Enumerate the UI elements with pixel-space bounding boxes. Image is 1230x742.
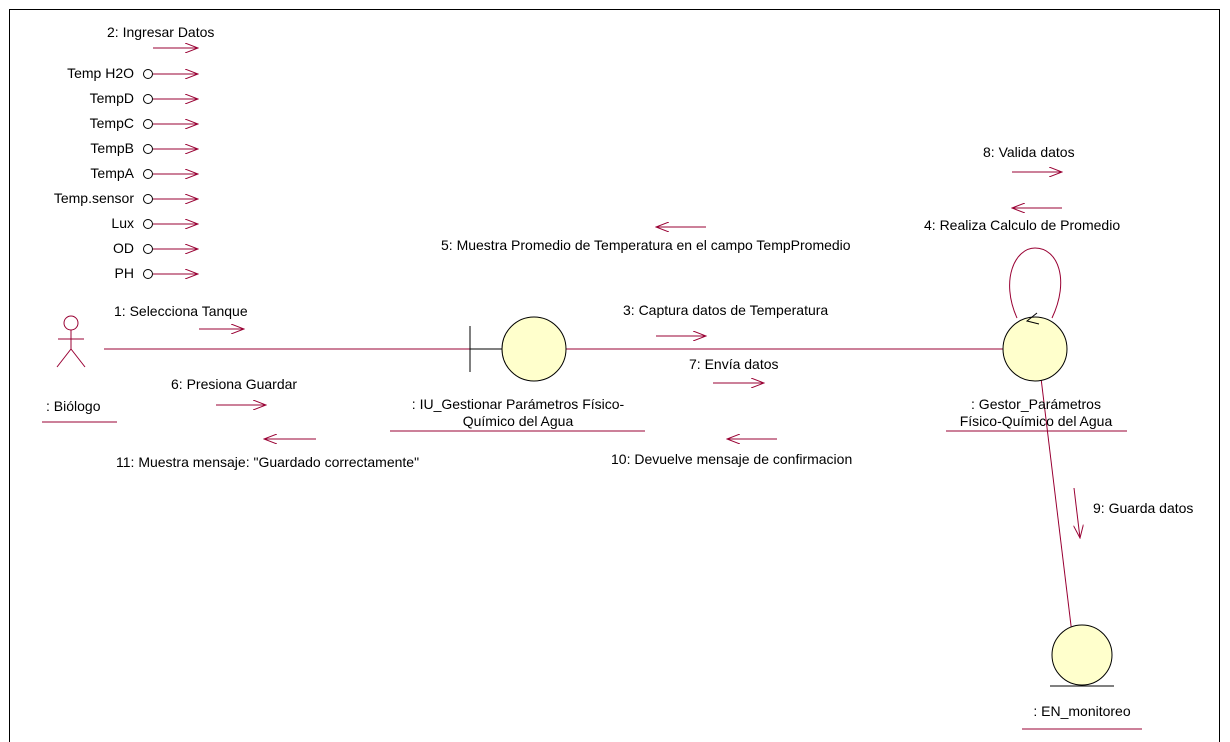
input-label-ph: PH (114, 265, 134, 281)
link-control-entity (1040, 377, 1078, 676)
message-6-label: 6: Presiona Guardar (171, 376, 298, 392)
input-label-tempd: TempD (89, 90, 134, 106)
message-9-label: 9: Guarda datos (1093, 500, 1194, 516)
entity-name: : EN_monitoreo (1033, 703, 1131, 719)
input-port-circle-tempa (143, 169, 153, 179)
input-label-tempc: TempC (89, 115, 134, 131)
input-port-circle-temp-h2o (143, 69, 153, 79)
control-name-line2: Físico-Químico del Agua (959, 413, 1113, 429)
message-1-label: 1: Selecciona Tanque (114, 303, 248, 319)
input-label-tempb: TempB (90, 140, 134, 156)
input-port-circle-tempd (143, 94, 153, 104)
input-port-circle-tempc (143, 119, 153, 129)
input-port-circle-ph (143, 269, 153, 279)
self-link-control (1009, 247, 1062, 319)
message-4-label: 4: Realiza Calculo de Promedio (924, 217, 1121, 233)
input-label-tempa: TempA (90, 165, 134, 181)
entity-object-icon[interactable] (1050, 624, 1114, 687)
message-10-label: 10: Devuelve mensaje de confirmacion (611, 451, 853, 467)
biologo-actor-icon[interactable] (56, 315, 86, 368)
inputs-header: 2: Ingresar Datos (107, 24, 215, 40)
input-port-circle-tempb (143, 144, 153, 154)
boundary-name-line1: : IU_Gestionar Parámetros Físico- (411, 396, 625, 412)
message-5-label: 5: Muestra Promedio de Temperatura en el… (441, 237, 851, 253)
arrow-m9 (1074, 487, 1080, 538)
message-8-label: 8: Valida datos (983, 144, 1075, 160)
control-name-line1: : Gestor_Parámetros (971, 396, 1101, 412)
actor-name: : Biólogo (46, 398, 101, 414)
diagram-frame (9, 9, 1220, 742)
input-label-lux: Lux (111, 215, 134, 231)
input-port-circle-od (143, 244, 153, 254)
control-object-icon[interactable] (1002, 312, 1068, 382)
input-port-circle-temp-sensor (143, 194, 153, 204)
boundary-name-line2: Químico del Agua (462, 413, 574, 429)
input-parameter-arrows (143, 69, 199, 279)
input-port-circle-lux (143, 219, 153, 229)
message-3-label: 3: Captura datos de Temperatura (623, 302, 829, 318)
input-label-temp-h2o: Temp H2O (67, 65, 134, 81)
message-7-label: 7: Envía datos (689, 356, 779, 372)
boundary-object-icon[interactable] (469, 316, 567, 382)
input-label-od: OD (113, 240, 134, 256)
input-label-temp-sensor: Temp.sensor (53, 190, 134, 206)
message-11-label: 11: Muestra mensaje: "Guardado correctam… (116, 454, 420, 470)
